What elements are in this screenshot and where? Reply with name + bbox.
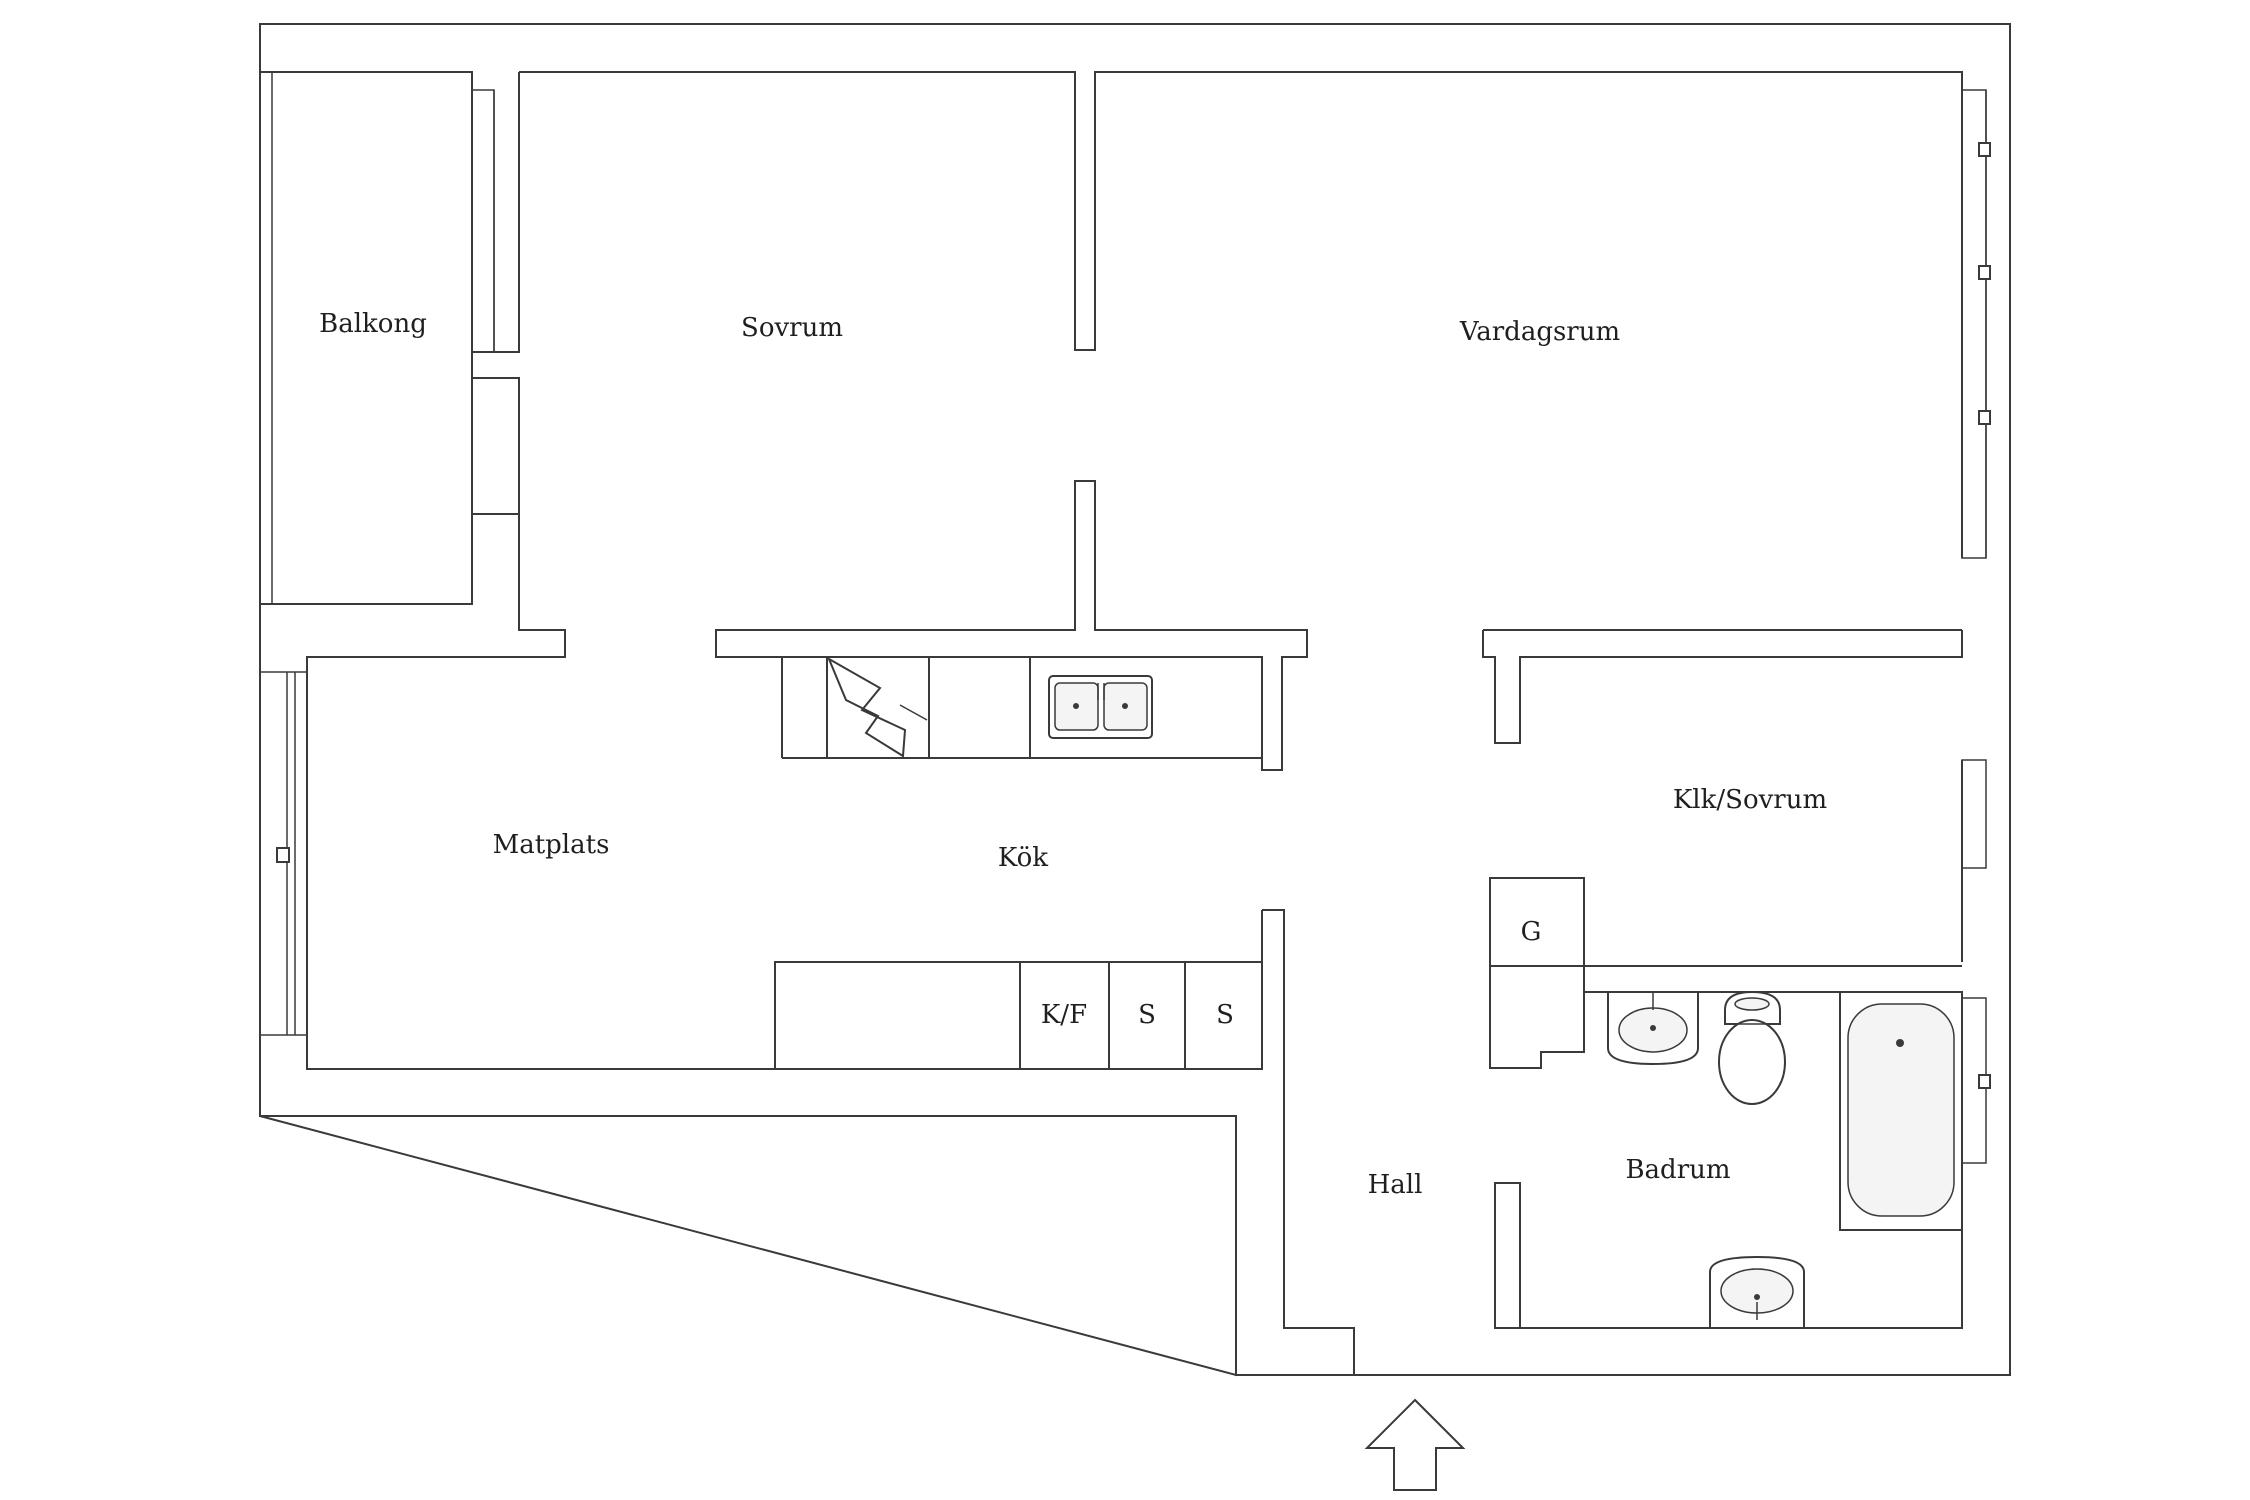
exterior-walls xyxy=(259,23,2011,1377)
washbasin-icon xyxy=(1709,1255,1805,1329)
room-label-badrum: Badrum xyxy=(1625,1155,1731,1185)
room-label-matplats: Matplats xyxy=(492,830,610,860)
entrance-arrow-icon xyxy=(1364,1398,1466,1491)
room-label-kok: Kök xyxy=(997,843,1049,873)
stove-icon xyxy=(826,656,930,759)
appliance-label-kyl-frys: K/F xyxy=(1040,1000,1088,1030)
room-label-balkong: Balkong xyxy=(319,309,427,339)
toilet-icon xyxy=(1718,990,1786,1105)
bathtub-icon xyxy=(1839,991,1963,1231)
room-label-vardagsrum: Vardagsrum xyxy=(1459,317,1621,347)
room-label-hall: Hall xyxy=(1367,1170,1423,1200)
room-label-sovrum: Sovrum xyxy=(741,313,843,343)
appliance-label-skap-1: S xyxy=(1138,1000,1156,1030)
kitchen-sink-icon xyxy=(1048,675,1153,739)
kitchen-fixtures xyxy=(774,656,1263,1070)
appliance-label-skap-2: S xyxy=(1216,1000,1234,1030)
washbasin-icon xyxy=(1607,991,1699,1066)
room-label-klk-sovrum: Klk/Sovrum xyxy=(1672,785,1828,815)
inner-walls xyxy=(259,71,1991,1375)
bathroom-fixtures xyxy=(1607,990,1963,1329)
appliance-label-garderob: G xyxy=(1520,917,1542,947)
